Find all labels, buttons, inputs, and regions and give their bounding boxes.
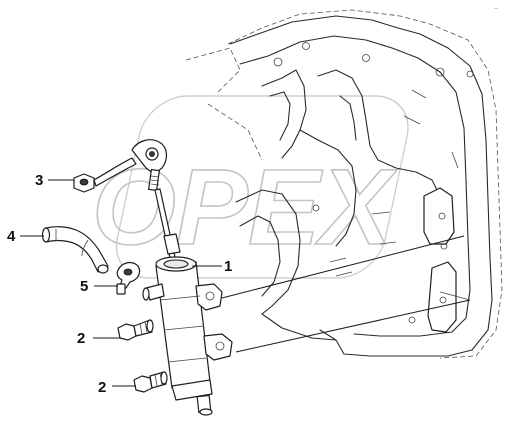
- mounting-lines: [221, 235, 471, 353]
- watermark: OPEX: [91, 95, 409, 279]
- clamp-part-5: [116, 261, 141, 295]
- bolt-part-2-upper: [117, 319, 154, 341]
- cylinder-part-1: [142, 256, 233, 416]
- hose-part-4: [41, 226, 109, 274]
- callout-label-1: 1: [224, 258, 232, 275]
- callout-label-3: 3: [35, 172, 43, 189]
- callout-1: 1: [192, 258, 232, 275]
- pushrod-assembly: [93, 139, 181, 259]
- callout-2-upper: 2: [77, 330, 120, 347]
- callout-2-lower: 2: [98, 379, 136, 396]
- frame-bracket: [185, 9, 503, 359]
- callout-label-2-upper: 2: [77, 330, 85, 347]
- nut-part-3: [73, 173, 95, 193]
- watermark-text: OPEX: [92, 146, 398, 267]
- callout-4: 4: [7, 228, 44, 245]
- corner-mark: ~: [494, 6, 498, 13]
- bolt-part-2-lower: [133, 371, 168, 393]
- callout-3: 3: [35, 172, 74, 189]
- callout-label-2-lower: 2: [98, 379, 106, 396]
- callout-label-5: 5: [80, 278, 88, 295]
- callout-label-4: 4: [7, 228, 16, 245]
- callout-5: 5: [80, 278, 118, 295]
